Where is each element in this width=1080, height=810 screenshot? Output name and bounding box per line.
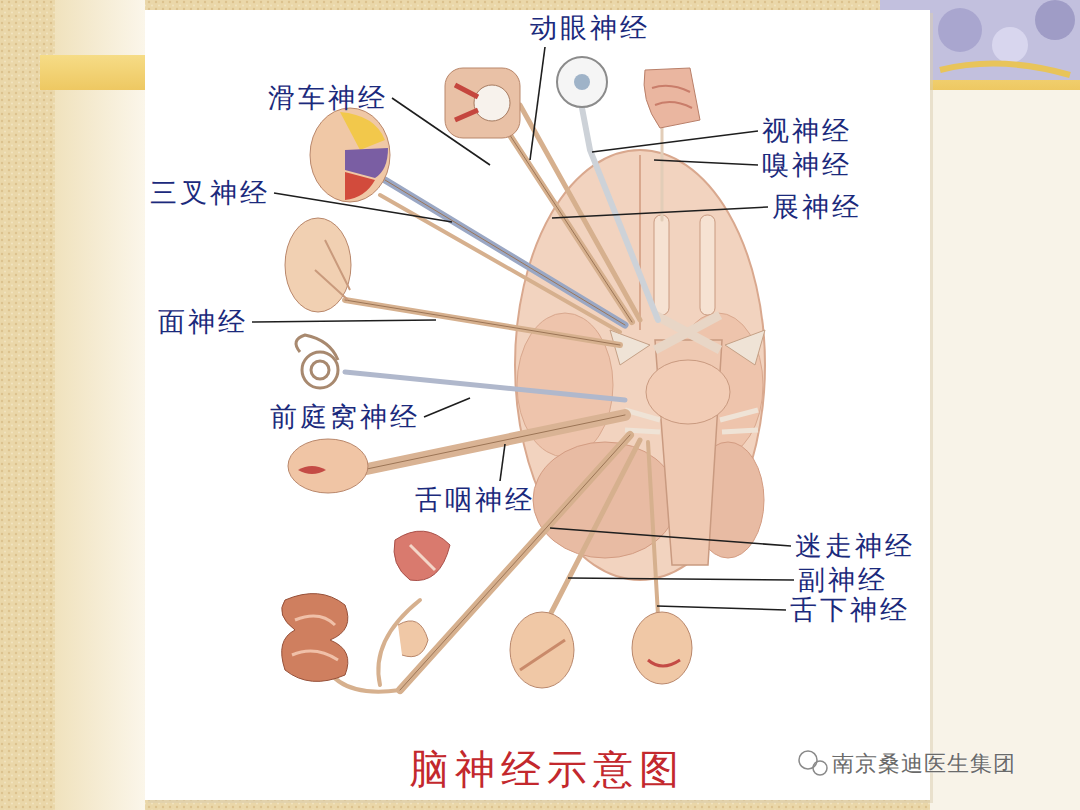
white-panel: [145, 10, 930, 800]
pons: [646, 360, 730, 424]
nerve-label: 前庭窝神经: [270, 401, 420, 433]
digestive-organs: [282, 594, 348, 682]
watermark: 南京桑迪医生集团: [832, 748, 1016, 780]
head: [310, 108, 390, 202]
head: [285, 218, 351, 312]
larynx: [394, 531, 450, 580]
nerve-label: 舌咽神经: [415, 484, 535, 516]
leader-line: [552, 207, 768, 218]
orbit: [445, 68, 520, 138]
tongue: [648, 660, 680, 666]
ear: [398, 621, 428, 657]
lips: [298, 466, 326, 474]
head: [632, 612, 692, 684]
flower: [1035, 0, 1075, 40]
nerve-label: 面神经: [158, 306, 248, 338]
leader-line: [550, 528, 791, 546]
olfactory-tract: [654, 215, 669, 315]
sensory-zone: [340, 112, 385, 150]
sensory-zone: [345, 172, 375, 200]
nerve: [345, 372, 625, 400]
diagram-title: 脑神经示意图: [409, 745, 685, 793]
nerve-label: 副神经: [798, 564, 888, 596]
nerve: [550, 440, 640, 615]
flower: [938, 8, 982, 52]
cochlea: [311, 361, 329, 379]
nerve-label: 滑车神经: [268, 82, 388, 114]
nerve-label: 视神经: [762, 115, 852, 147]
nasal-concha: [652, 86, 692, 108]
leader-line: [568, 578, 794, 580]
nose: [644, 68, 700, 128]
nerve-root: [725, 330, 765, 365]
eye: [474, 85, 510, 121]
iris: [574, 74, 590, 90]
wechat-icon: [799, 751, 817, 769]
nerve-label: 嗅神经: [762, 149, 852, 181]
nerve-label: 迷走神经: [795, 530, 915, 562]
leader-line: [530, 47, 545, 160]
nerve: [661, 120, 664, 220]
leader-line: [424, 398, 470, 417]
nerve: [648, 442, 658, 615]
face: [288, 439, 368, 493]
nerve-root: [610, 330, 650, 365]
nerve-label: 三叉神经: [150, 177, 270, 209]
leader-line: [392, 98, 490, 165]
intestine: [292, 616, 338, 660]
fissure: [639, 155, 641, 330]
leader-line: [252, 320, 436, 322]
semicircular-canal: [296, 335, 338, 360]
head: [510, 612, 574, 688]
sensory-zone: [345, 148, 388, 178]
neck-muscle: [520, 640, 565, 670]
nerve: [520, 105, 640, 320]
larynx-detail: [410, 545, 435, 570]
eye-muscle: [455, 85, 478, 120]
nerve-label: 舌下神经: [790, 594, 910, 626]
leader-line: [500, 444, 505, 481]
eyeball: [557, 57, 607, 107]
wechat-icon: [813, 761, 827, 775]
leader-line: [654, 160, 758, 165]
facial-branch: [315, 240, 350, 300]
nerve-root: [625, 410, 758, 432]
flower-stem: [940, 64, 1070, 75]
flower: [992, 27, 1028, 63]
leader-line: [657, 606, 786, 610]
olfactory-tract: [700, 215, 715, 315]
cochlea: [302, 352, 338, 388]
margin-shade: [55, 0, 145, 810]
right-panel: [930, 90, 1080, 810]
nerve-label: 动眼神经: [530, 12, 650, 44]
leader-line: [592, 131, 758, 152]
optic-chiasm: [655, 315, 720, 350]
nerve-label: 展神经: [772, 191, 862, 223]
leader-line: [274, 193, 452, 222]
